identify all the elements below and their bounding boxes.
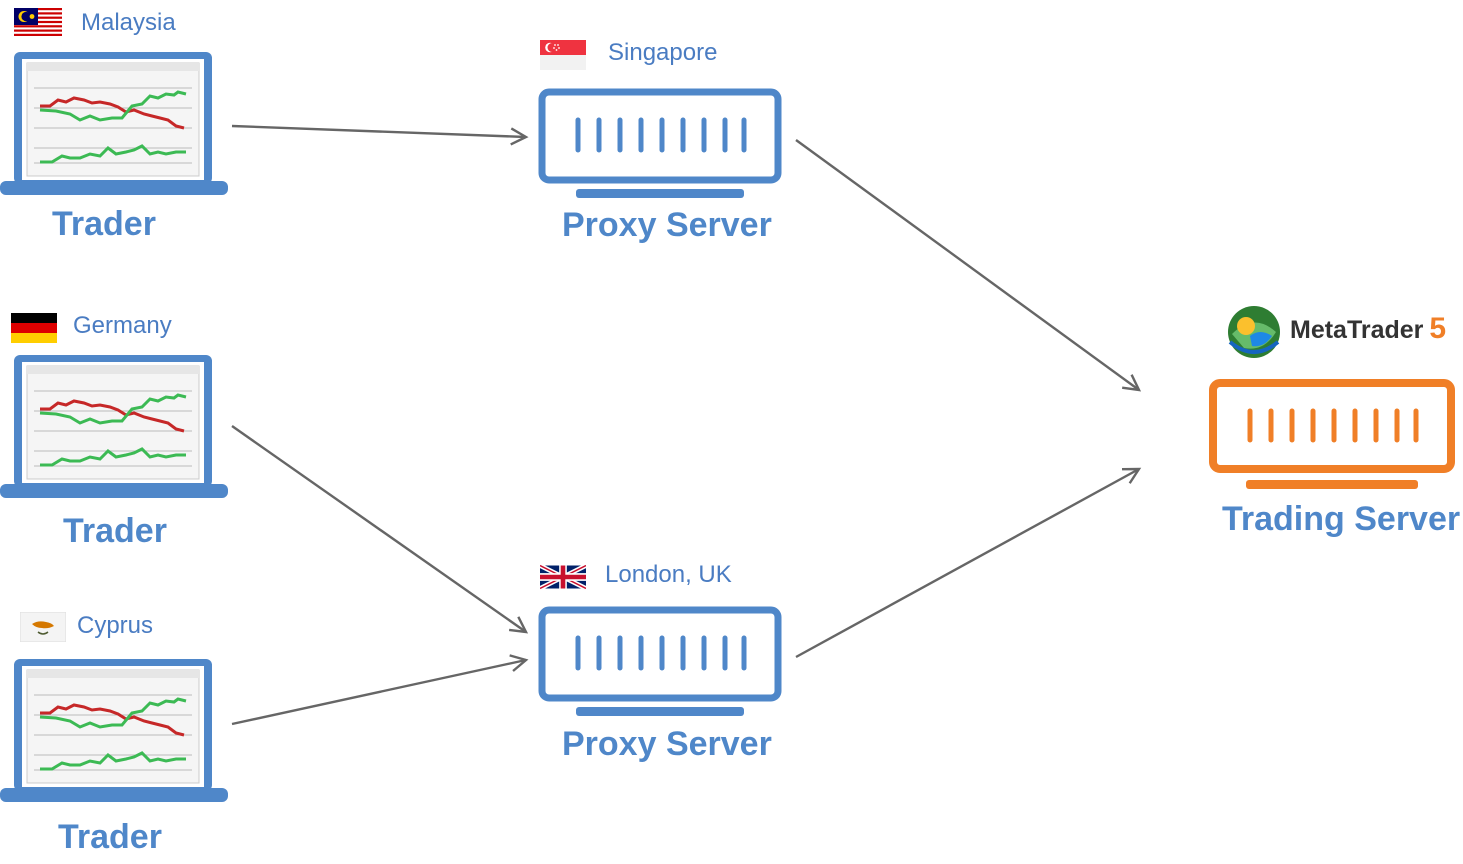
arrow-london-to-trading — [795, 467, 1142, 659]
flag-germany-icon — [11, 313, 57, 348]
trader-country-malaysia: Malaysia — [81, 9, 176, 36]
proxy-location-singapore: Singapore — [608, 39, 718, 66]
arrow-germany-to-london — [231, 425, 529, 634]
proxy-server-icon-singapore — [538, 88, 784, 205]
trader-country-germany: Germany — [73, 312, 172, 339]
trader-laptop-germany — [0, 353, 228, 506]
proxy-location-london: London, UK — [605, 561, 732, 588]
metatrader-brand-name: MetaTrader — [1290, 316, 1424, 344]
proxy-server-icon-london — [538, 606, 784, 723]
trader-label-malaysia: Trader — [52, 205, 156, 243]
trader-country-cyprus: Cyprus — [77, 612, 154, 639]
metatrader-brand-version: 5 — [1429, 312, 1447, 345]
flag-uk-icon — [538, 562, 588, 597]
flag-malaysia-icon — [14, 8, 62, 43]
trader-label-cyprus: Trader — [58, 818, 162, 856]
trading-server-label: Trading Server — [1222, 500, 1461, 538]
flag-singapore-icon — [540, 40, 586, 75]
proxy-label-london: Proxy Server — [562, 725, 772, 763]
proxy-label-singapore: Proxy Server — [562, 206, 772, 244]
trader-label-germany: Trader — [63, 512, 167, 550]
flag-cyprus-icon — [19, 611, 67, 647]
arrow-cyprus-to-london — [231, 654, 529, 726]
trader-laptop-cyprus — [0, 657, 228, 810]
trader-laptop-malaysia — [0, 50, 228, 203]
metatrader-logo-icon — [1224, 302, 1284, 365]
arrow-malaysia-to-singapore — [231, 124, 529, 146]
trading-server-icon — [1208, 378, 1458, 497]
arrow-singapore-to-trading — [795, 139, 1142, 392]
